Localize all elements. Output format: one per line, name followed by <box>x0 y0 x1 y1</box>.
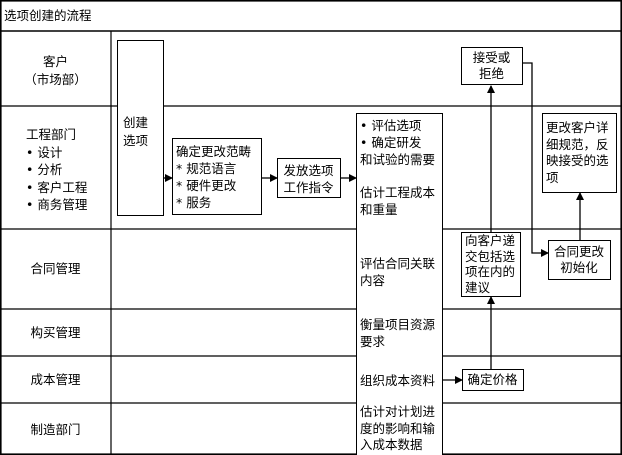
page-title: 选项创建的流程 <box>4 8 92 23</box>
lane-label-procurement: 构买管理 <box>30 325 81 340</box>
scope-box: 确定更改范畴 * 规范语言 * 硬件更改 * 服务 <box>172 138 262 215</box>
evaluation-column: • 评估选项 • 确定研发 和试验的需要 估计工程成本 和重量 评估合同关联 内… <box>356 113 443 455</box>
lane-label-engineering: 工程部门 • 设计 • 分析 • 客户工程 • 商务管理 <box>26 127 88 212</box>
determine-price-label: 确定价格 <box>467 372 518 387</box>
proposal-label: 向客户递 交包括选 项在内的 建议 <box>465 233 516 295</box>
create-option-label: 创建 选项 <box>123 115 149 148</box>
issue-order-box: 发放选项 工作指令 <box>277 158 341 198</box>
contract-init-label: 合同更改 初始化 <box>553 244 604 275</box>
eval-option-text: • 评估选项 • 确定研发 和试验的需要 <box>360 118 436 167</box>
lane-label-contract: 合同管理 <box>30 261 81 276</box>
update-spec-box: 更改客户详 细规范，反 映接受的选 项 <box>542 113 617 193</box>
contract-init-box: 合同更改 初始化 <box>548 240 611 280</box>
accept-reject-box: 接受或 拒绝 <box>461 47 523 85</box>
update-spec-label: 更改客户详 细规范，反 映接受的选 项 <box>546 120 609 185</box>
proposal-box: 向客户递 交包括选 项在内的 建议 <box>461 232 521 297</box>
eval-contract-text: 评估合同关联 内容 <box>360 256 436 288</box>
eval-cost-weight-text: 估计工程成本 和重量 <box>360 185 436 217</box>
lane-label-cost: 成本管理 <box>30 372 81 387</box>
lane-label-customer: 客户 （市场部） <box>24 54 87 87</box>
determine-price-box: 确定价格 <box>462 369 524 391</box>
eval-cost-data-text: 组织成本资料 <box>360 373 436 388</box>
create-option-box: 创建 选项 <box>117 40 164 216</box>
issue-order-label: 发放选项 工作指令 <box>283 163 334 195</box>
scope-label: 确定更改范畴 * 规范语言 * 硬件更改 * 服务 <box>176 144 252 210</box>
accept-reject-label: 接受或 拒绝 <box>472 50 511 81</box>
eval-resources-text: 衡量项目资源 要求 <box>360 317 436 349</box>
lane-label-manufacturing: 制造部门 <box>30 422 81 437</box>
eval-schedule-text: 估计对计划进 度的影响和输 入成本数据 <box>360 404 436 452</box>
arrow-accept-to-contract <box>523 62 549 257</box>
